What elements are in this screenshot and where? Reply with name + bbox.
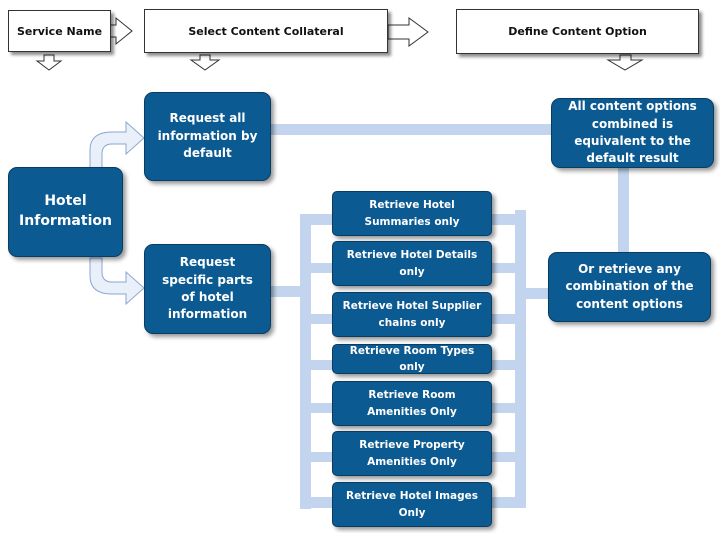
arrow-right-icon bbox=[387, 17, 429, 47]
arrow-down-icon bbox=[189, 54, 221, 71]
header-arrows bbox=[35, 16, 644, 71]
option-property-amenities: Retrieve Property Amenities Only bbox=[332, 431, 492, 476]
option-hotel-supplier-chains: Retrieve Hotel Supplier chains only bbox=[332, 292, 492, 337]
option-hotel-images: Retrieve Hotel Images Only bbox=[332, 482, 492, 527]
option-room-amenities: Retrieve Room Amenities Only bbox=[332, 381, 492, 426]
hotel-information-box: Hotel Information bbox=[8, 167, 123, 257]
curved-arrow-down-icon bbox=[89, 257, 145, 306]
header-select-content: Select Content Collateral bbox=[144, 9, 388, 53]
arrow-down-icon bbox=[35, 54, 63, 71]
header-define-option: Define Content Option bbox=[456, 9, 699, 54]
arrow-down-icon bbox=[606, 54, 644, 71]
option-hotel-details: Retrieve Hotel Details only bbox=[332, 241, 492, 286]
request-specific-box: Request specific parts of hotel informat… bbox=[144, 244, 271, 334]
option-room-types: Retrieve Room Types only bbox=[332, 344, 492, 374]
header-service-name: Service Name bbox=[8, 10, 111, 52]
all-combined-box: All content options combined is equivale… bbox=[551, 98, 714, 168]
or-retrieve-box: Or retrieve any combination of the conte… bbox=[548, 252, 711, 322]
option-hotel-summaries: Retrieve Hotel Summaries only bbox=[332, 191, 492, 236]
request-all-box: Request all information by default bbox=[144, 92, 271, 181]
arrow-right-icon bbox=[109, 16, 133, 46]
curved-arrow-up-icon bbox=[89, 120, 145, 169]
curved-arrows bbox=[89, 120, 145, 306]
